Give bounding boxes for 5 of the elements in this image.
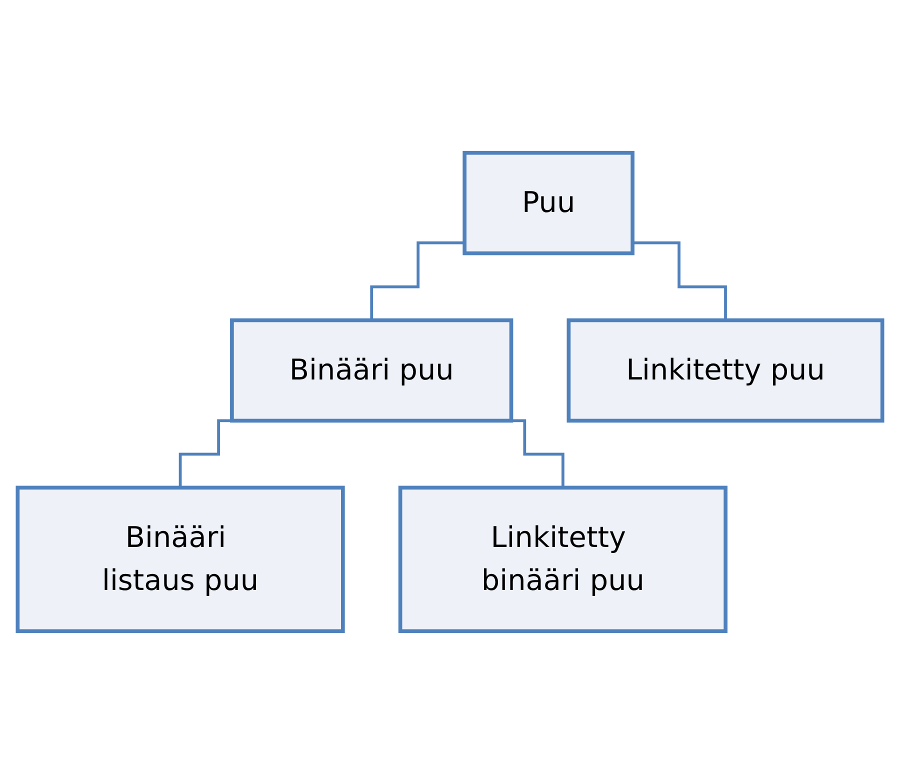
node-box: Binääri listaus puu [15,486,344,634]
node-box: Binääri puu [230,318,513,423]
node-box: Puu [462,150,634,256]
node-box: Linkitetty binääri puu [398,486,727,634]
node-box: Linkitetty puu [566,318,884,423]
